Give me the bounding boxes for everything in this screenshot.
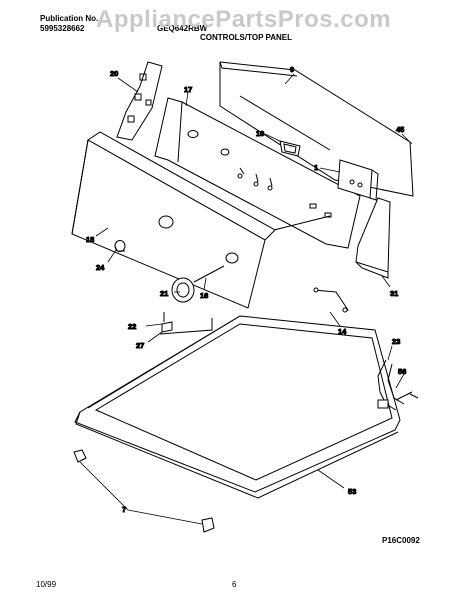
clip-part [161, 312, 173, 333]
rear-panel-part [219, 61, 414, 197]
foot-part-left [73, 449, 87, 463]
leader-lines [79, 73, 413, 525]
section-title: CONTROLS/TOP PANEL [200, 33, 293, 42]
console-housing-part [71, 131, 331, 309]
model-number: GEQ642RBW [157, 24, 208, 33]
part-label-56: 56 [398, 367, 406, 376]
publication-label: Publication No. [40, 14, 99, 23]
part-label-45: 45 [396, 125, 404, 134]
publication-number: 5995328662 [40, 24, 85, 33]
diagram-code: P16C0092 [382, 536, 420, 545]
part-label-22: 22 [128, 322, 136, 331]
part-label-10: 10 [256, 129, 264, 138]
timer-part [337, 159, 379, 201]
left-bracket-part [116, 61, 163, 141]
top-panel-part [74, 315, 401, 499]
part-label-23: 23 [392, 337, 400, 346]
watermark: AppliancePartsPros.com [96, 6, 392, 33]
part-label-20: 20 [110, 69, 118, 78]
part-label-9: 9 [290, 65, 294, 74]
wire-harness-part [313, 287, 349, 313]
part-label-21: 21 [160, 289, 168, 298]
footer-page: 6 [232, 580, 237, 589]
knob-part-24 [114, 240, 126, 252]
part-label-24: 24 [96, 263, 105, 272]
part-label-1: 1 [314, 163, 318, 172]
part-label-17: 17 [184, 85, 192, 94]
part-label-18: 18 [86, 235, 94, 244]
timer-knob-part [171, 265, 225, 303]
footer-date: 10/99 [36, 580, 57, 589]
switch-part [279, 140, 301, 157]
foot-part-right [201, 517, 215, 533]
wire-connector-part [377, 359, 419, 411]
part-label-27: 27 [136, 341, 144, 350]
part-label-7: 7 [122, 505, 126, 514]
part-label-31: 31 [390, 289, 398, 298]
control-panel-part [154, 97, 361, 249]
part-label-53: 53 [348, 487, 356, 496]
part-label-14: 14 [338, 327, 347, 336]
part-label-16: 16 [200, 291, 208, 300]
right-endcap-part [355, 197, 391, 279]
